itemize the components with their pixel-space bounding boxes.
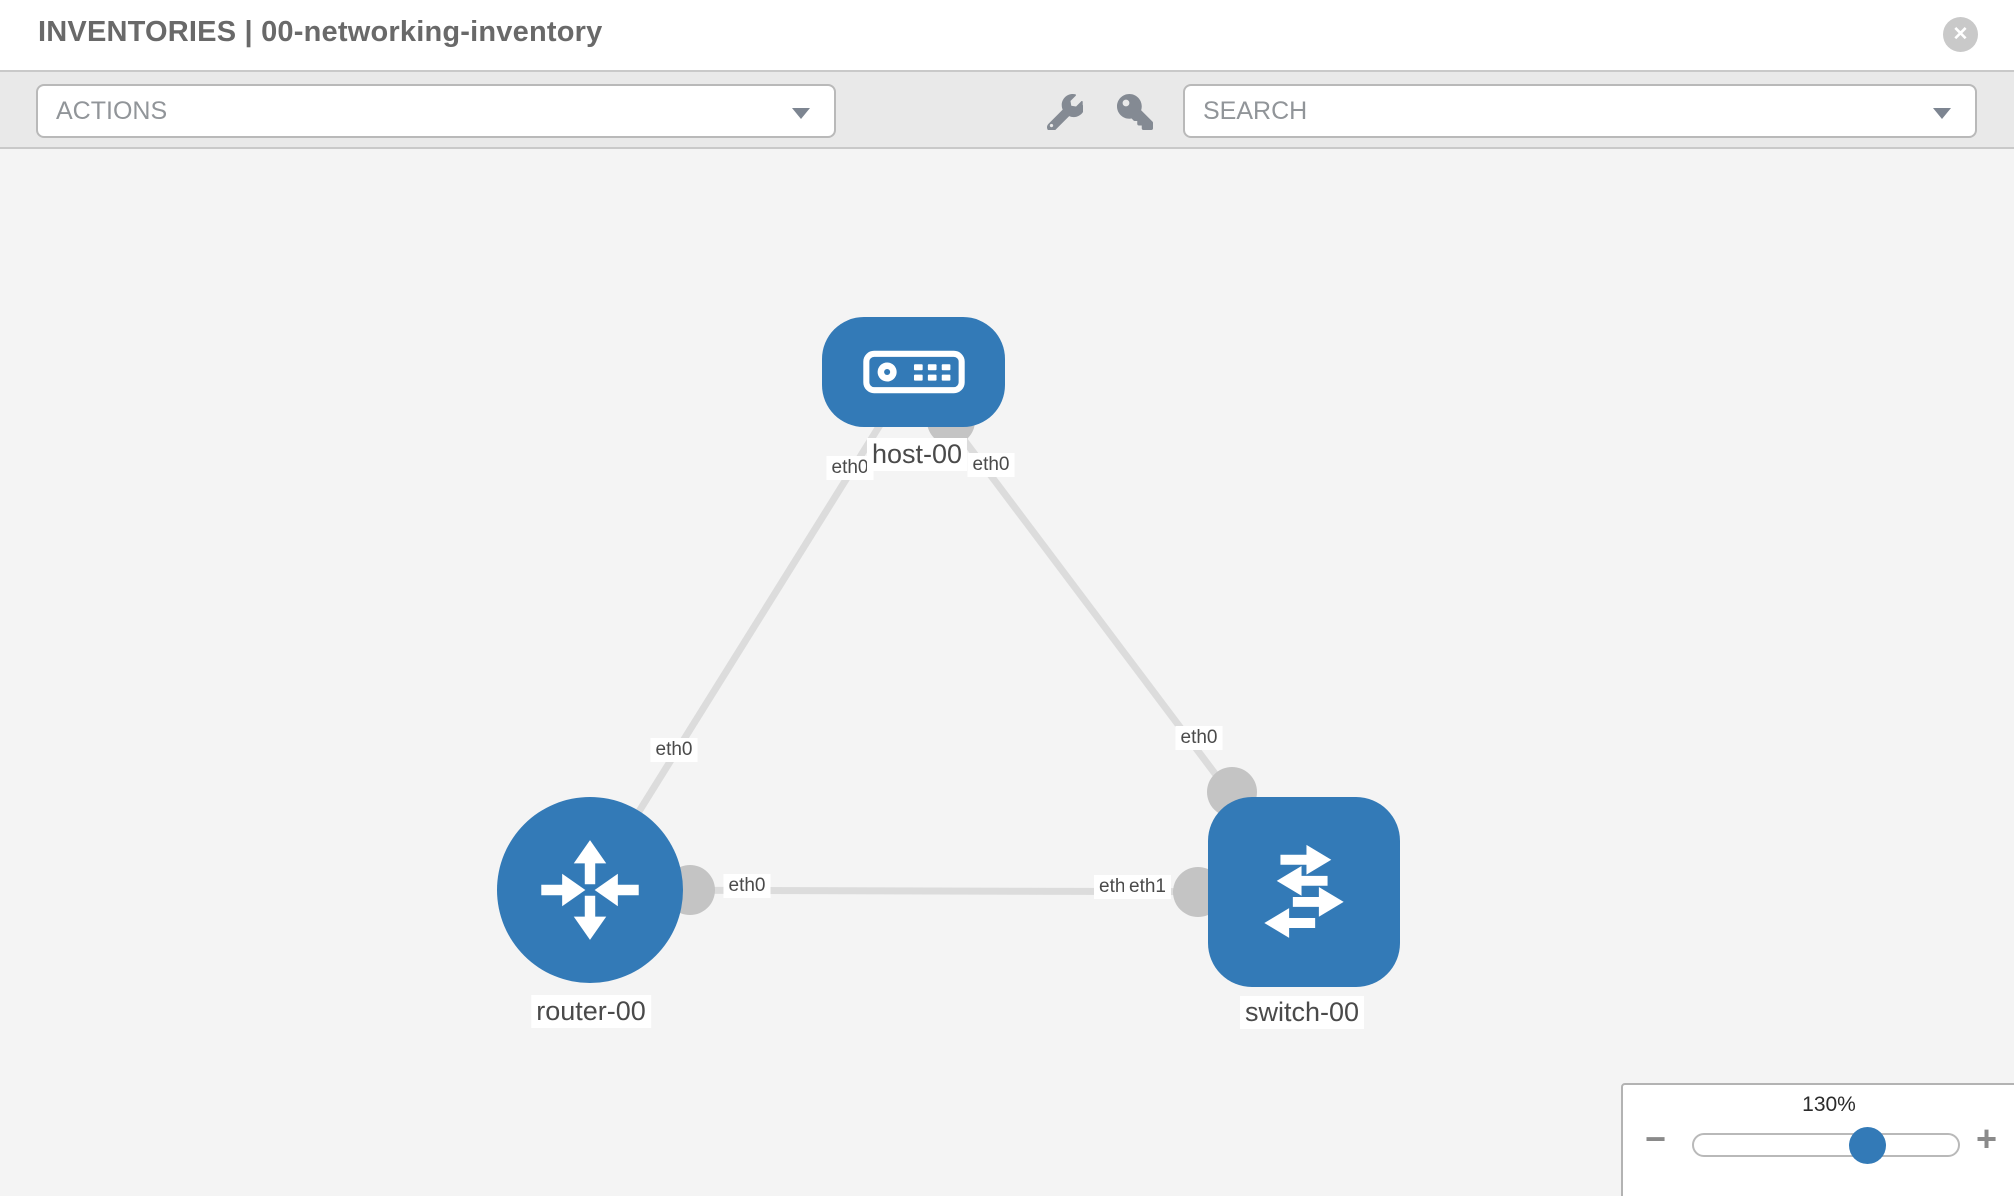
- interface-label: eth0: [826, 456, 874, 480]
- search-dropdown[interactable]: SEARCH: [1183, 84, 1977, 138]
- node-label-host: host-00: [866, 438, 968, 471]
- actions-dropdown[interactable]: ACTIONS: [36, 84, 836, 138]
- zoom-slider-knob[interactable]: [1849, 1127, 1886, 1164]
- switch-icon: [1264, 844, 1344, 938]
- chevron-down-icon: [1933, 108, 1951, 119]
- interface-label: eth0: [723, 874, 771, 898]
- interface-label: eth1: [1124, 875, 1171, 899]
- zoom-in-button[interactable]: +: [1976, 1118, 1998, 1159]
- host-icon: [862, 350, 965, 394]
- interface-label: eth0: [967, 453, 1015, 477]
- toolbar: ACTIONS SEARCH: [0, 70, 2014, 149]
- zoom-out-button[interactable]: −: [1645, 1118, 1667, 1159]
- node-switch-00[interactable]: [1208, 797, 1400, 987]
- topology-canvas[interactable]: eth0 eth0 eth0 eth0 eth0 eth0 eth1 host-…: [0, 149, 2014, 1196]
- chevron-down-icon: [792, 108, 810, 119]
- zoom-slider-track[interactable]: [1692, 1127, 1960, 1164]
- actions-dropdown-label: ACTIONS: [56, 96, 168, 125]
- node-host-00[interactable]: [822, 317, 1005, 427]
- router-icon: [541, 840, 639, 940]
- node-label-switch: switch-00: [1239, 996, 1365, 1029]
- close-icon[interactable]: ✕: [1943, 17, 1978, 52]
- wrench-icon[interactable]: [1046, 94, 1085, 132]
- node-label-router: router-00: [531, 995, 651, 1028]
- interface-label: eth0: [650, 738, 698, 762]
- zoom-level-value: 130%: [1802, 1093, 1856, 1116]
- page-header: INVENTORIES | 00-networking-inventory ✕: [0, 0, 2014, 70]
- key-icon[interactable]: [1117, 94, 1153, 130]
- node-router-00[interactable]: [497, 797, 683, 983]
- topology-links-layer: [587, 369, 1307, 917]
- zoom-panel: 130% − +: [1621, 1083, 2014, 1196]
- search-dropdown-label: SEARCH: [1203, 96, 1308, 125]
- page-title: INVENTORIES | 00-networking-inventory: [38, 16, 603, 48]
- interface-label: eth0: [1175, 726, 1223, 750]
- close-glyph: ✕: [1952, 24, 1969, 45]
